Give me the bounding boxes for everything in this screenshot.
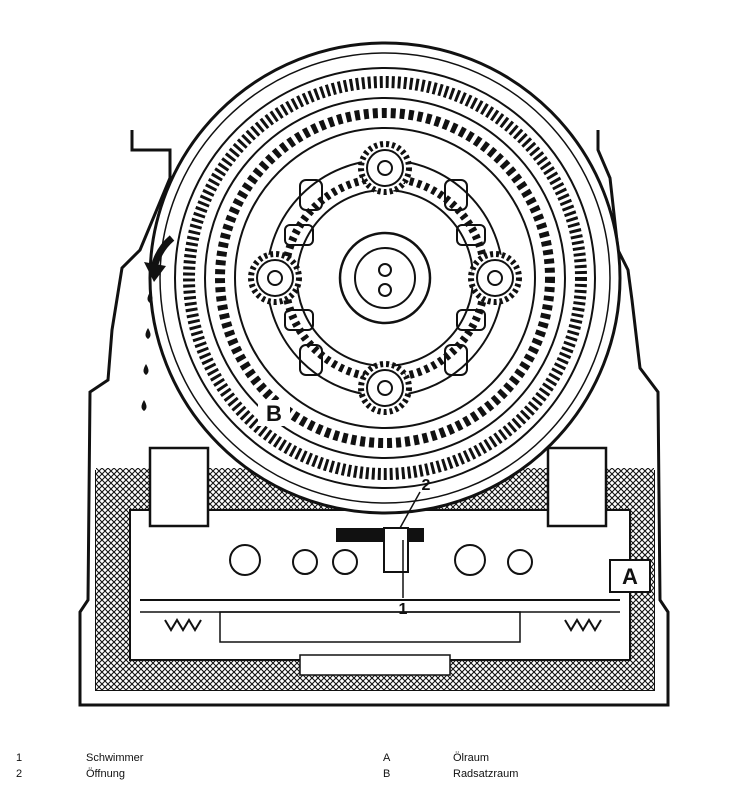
legend-key: B [383, 768, 391, 780]
planet-gear [358, 141, 412, 195]
legend-text: Schwimmer [86, 752, 144, 764]
gear-set [148, 41, 622, 515]
valve-body [129, 446, 631, 676]
legend-key: 1 [16, 752, 23, 764]
legend: 1 Schwimmer 2 Öffnung A Ölraum B Radsatz… [0, 750, 750, 790]
planet-gear [468, 251, 522, 305]
label-1: 1 [399, 601, 408, 618]
oil-flow-arrow [144, 235, 175, 282]
label-a: A [622, 564, 638, 589]
legend-text: Radsatzraum [453, 768, 519, 780]
transmission-cross-section-diagram: B A 2 1 [78, 41, 670, 707]
label-b-box: B [258, 400, 290, 426]
legend-text: Ölraum [453, 752, 490, 764]
oil-drops [141, 292, 153, 411]
leader-line-2 [399, 491, 421, 529]
label-a-box: A [609, 559, 651, 593]
label-b: B [266, 401, 282, 426]
planet-gear [248, 251, 302, 305]
legend-key: 2 [16, 768, 23, 780]
planet-gear [358, 361, 412, 415]
label-2: 2 [422, 477, 431, 494]
legend-key: A [383, 752, 391, 764]
legend-text: Öffnung [86, 768, 125, 780]
